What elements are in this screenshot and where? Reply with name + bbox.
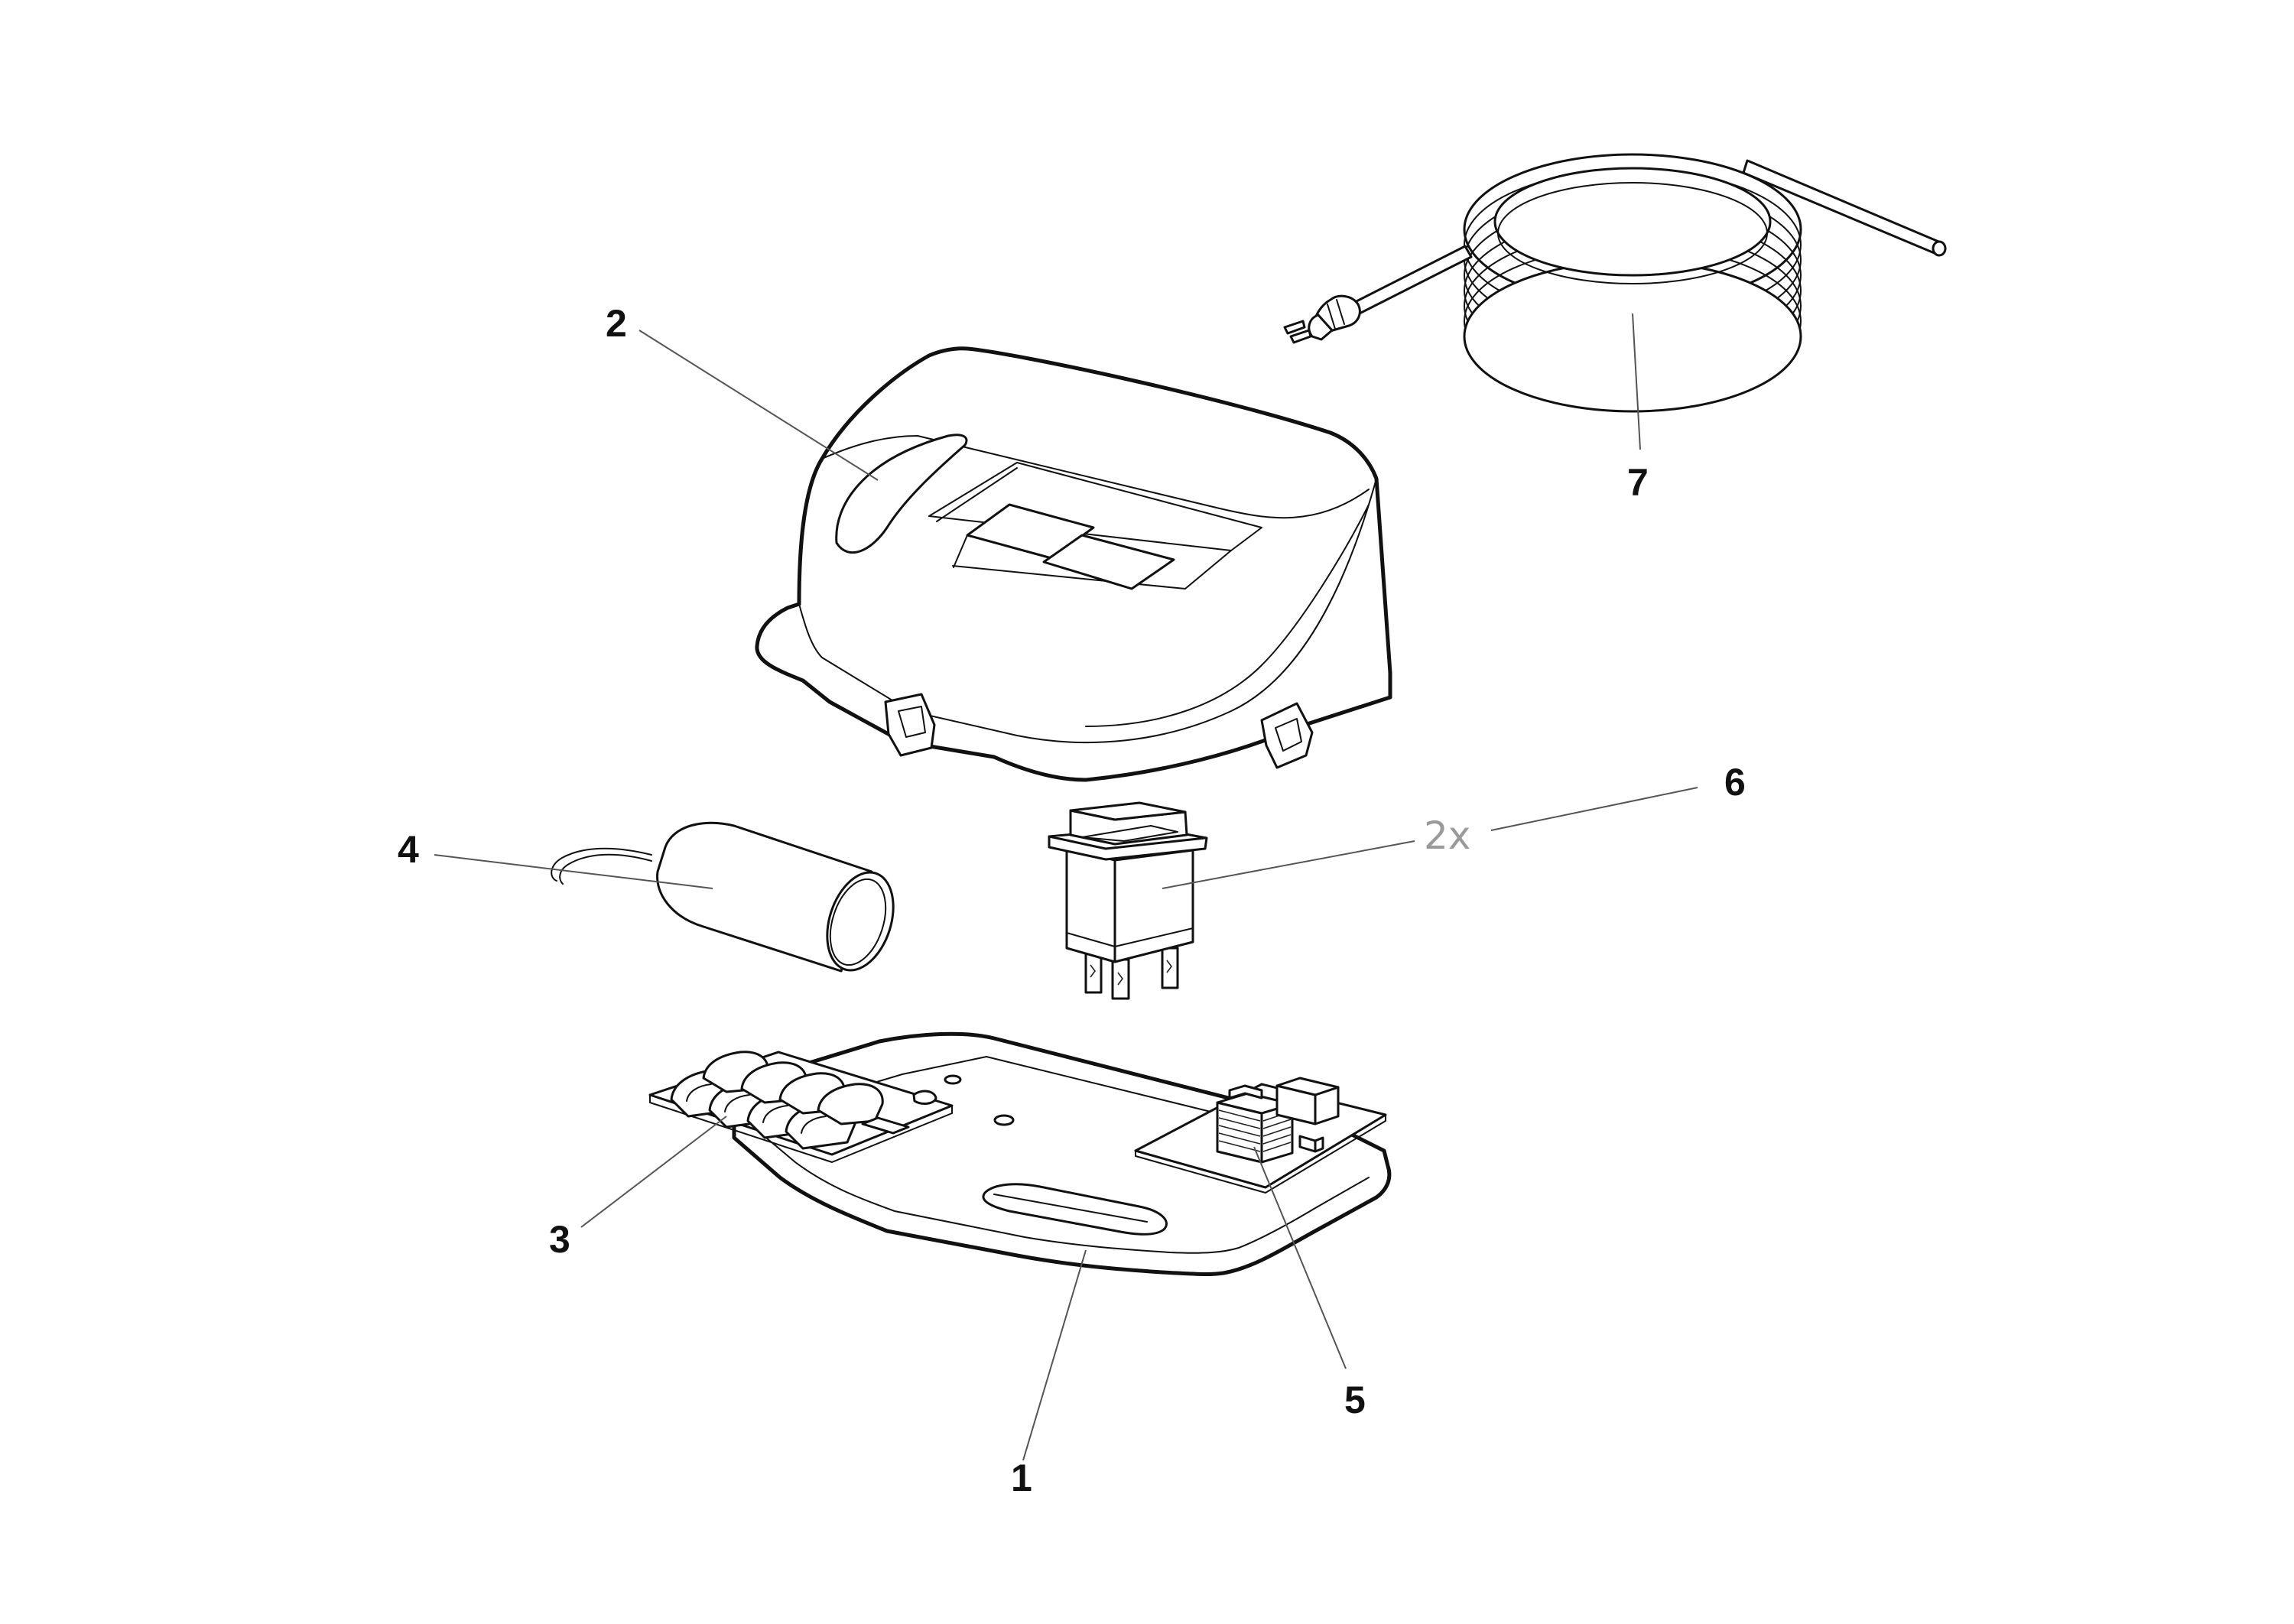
leader-line-4 [434, 854, 713, 889]
leader-line-1 [1022, 1249, 1087, 1461]
cover-clip-left [884, 693, 936, 757]
callout-2: 2 [606, 302, 627, 345]
plug-icon [1283, 294, 1361, 344]
rocker-switch [1048, 801, 1208, 1000]
housing-cover [755, 346, 1392, 782]
cover-clip-right [1260, 702, 1314, 769]
callout-labels: 1 2 3 4 5 6 7 2x [398, 302, 1746, 1499]
leader-line-5 [1253, 1146, 1347, 1369]
leader-lines [434, 313, 1698, 1461]
terminal-strip [648, 1051, 954, 1163]
power-cable-coil [1283, 153, 1947, 413]
leader-line-7 [1632, 313, 1641, 450]
callout-7: 7 [1627, 461, 1649, 504]
quantity-note-switch: 2x [1424, 814, 1470, 858]
callout-4: 4 [398, 828, 419, 871]
leader-line-6-upper [1490, 787, 1698, 831]
leader-line-2 [638, 330, 879, 481]
callout-6: 6 [1724, 761, 1746, 804]
capacitor [551, 821, 895, 973]
callout-1: 1 [1011, 1457, 1032, 1499]
leader-line-3 [580, 1116, 727, 1228]
callout-3: 3 [549, 1218, 570, 1261]
leader-line-6-lower [1162, 840, 1415, 889]
terminal-blocks [670, 1051, 884, 1150]
callout-5: 5 [1344, 1379, 1366, 1421]
circuit-board [1134, 1077, 1387, 1194]
